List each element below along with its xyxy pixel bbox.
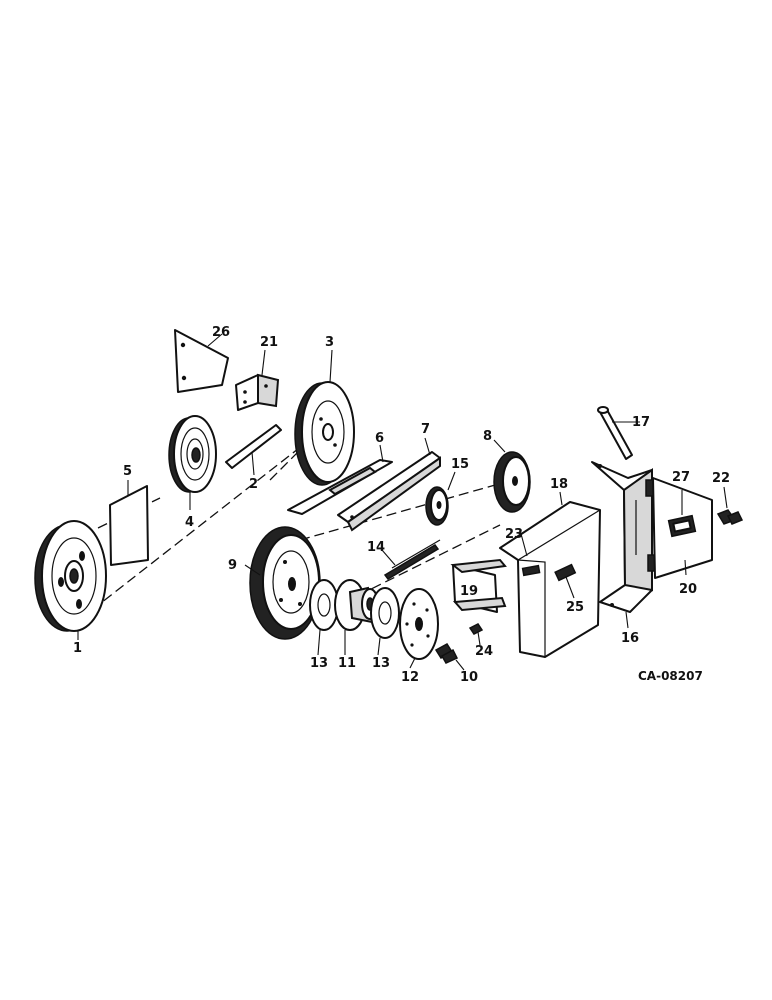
callout-7: 7 xyxy=(421,422,430,437)
part-24-bolt xyxy=(468,623,484,646)
callout-6: 6 xyxy=(375,431,384,446)
callout-23: 23 xyxy=(505,527,523,542)
callout-labels: 26 21 3 6 7 8 15 17 2 5 4 18 27 22 23 14… xyxy=(73,325,730,685)
callout-19: 19 xyxy=(460,584,478,599)
callout-1: 1 xyxy=(73,641,82,656)
callout-10: 10 xyxy=(460,670,478,685)
part-1-drive-sheave xyxy=(34,520,107,640)
part-11-hub xyxy=(334,579,379,655)
callout-27: 27 xyxy=(672,470,690,485)
callout-14: 14 xyxy=(367,540,385,555)
part-15-sprocket xyxy=(425,471,456,526)
part-26-mounting-plate xyxy=(174,329,229,393)
callout-20: 20 xyxy=(679,582,697,597)
callout-25: 25 xyxy=(566,600,584,615)
part-19-bracket xyxy=(450,558,507,613)
callout-13-left: 13 xyxy=(310,656,328,671)
callout-9: 9 xyxy=(228,558,237,573)
callout-18: 18 xyxy=(550,477,568,492)
callout-4: 4 xyxy=(185,515,194,530)
callout-2: 2 xyxy=(249,477,258,492)
part-13-washer-right xyxy=(370,587,400,656)
part-12-flange-plate xyxy=(399,588,439,669)
callout-26: 26 xyxy=(212,325,230,340)
part-3-sheave xyxy=(294,349,355,486)
drawing-code: CA-08207 xyxy=(638,669,703,683)
callout-13-right: 13 xyxy=(372,656,390,671)
part-5-decal xyxy=(109,480,149,566)
callout-17: 17 xyxy=(632,415,650,430)
part-10-bolts xyxy=(434,643,465,671)
part-6-shield xyxy=(287,444,393,515)
callout-5: 5 xyxy=(123,464,132,479)
callout-22: 22 xyxy=(712,471,730,486)
part-18-shield-cover xyxy=(499,491,601,658)
callout-3: 3 xyxy=(325,335,334,350)
part-2-key xyxy=(225,424,282,476)
callout-11: 11 xyxy=(338,656,356,671)
part-8-sprocket xyxy=(493,439,531,513)
part-4-sheave xyxy=(168,415,217,510)
callout-16: 16 xyxy=(621,631,639,646)
part-14-chain xyxy=(381,539,441,580)
part-22-wing-nut xyxy=(716,486,744,525)
part-21-angle-bracket xyxy=(235,349,280,411)
part-17-rod xyxy=(597,406,640,460)
part-16-mounting-bracket xyxy=(591,461,657,629)
part-7-channel xyxy=(337,437,441,532)
part-9-large-sprocket xyxy=(244,526,321,640)
part-20-door-panel xyxy=(652,477,713,579)
part-13-washer-left xyxy=(309,579,339,656)
callout-8: 8 xyxy=(483,429,492,444)
callout-21: 21 xyxy=(260,335,278,350)
callout-15: 15 xyxy=(451,457,469,472)
callout-24: 24 xyxy=(475,644,493,659)
callout-12: 12 xyxy=(401,670,419,685)
